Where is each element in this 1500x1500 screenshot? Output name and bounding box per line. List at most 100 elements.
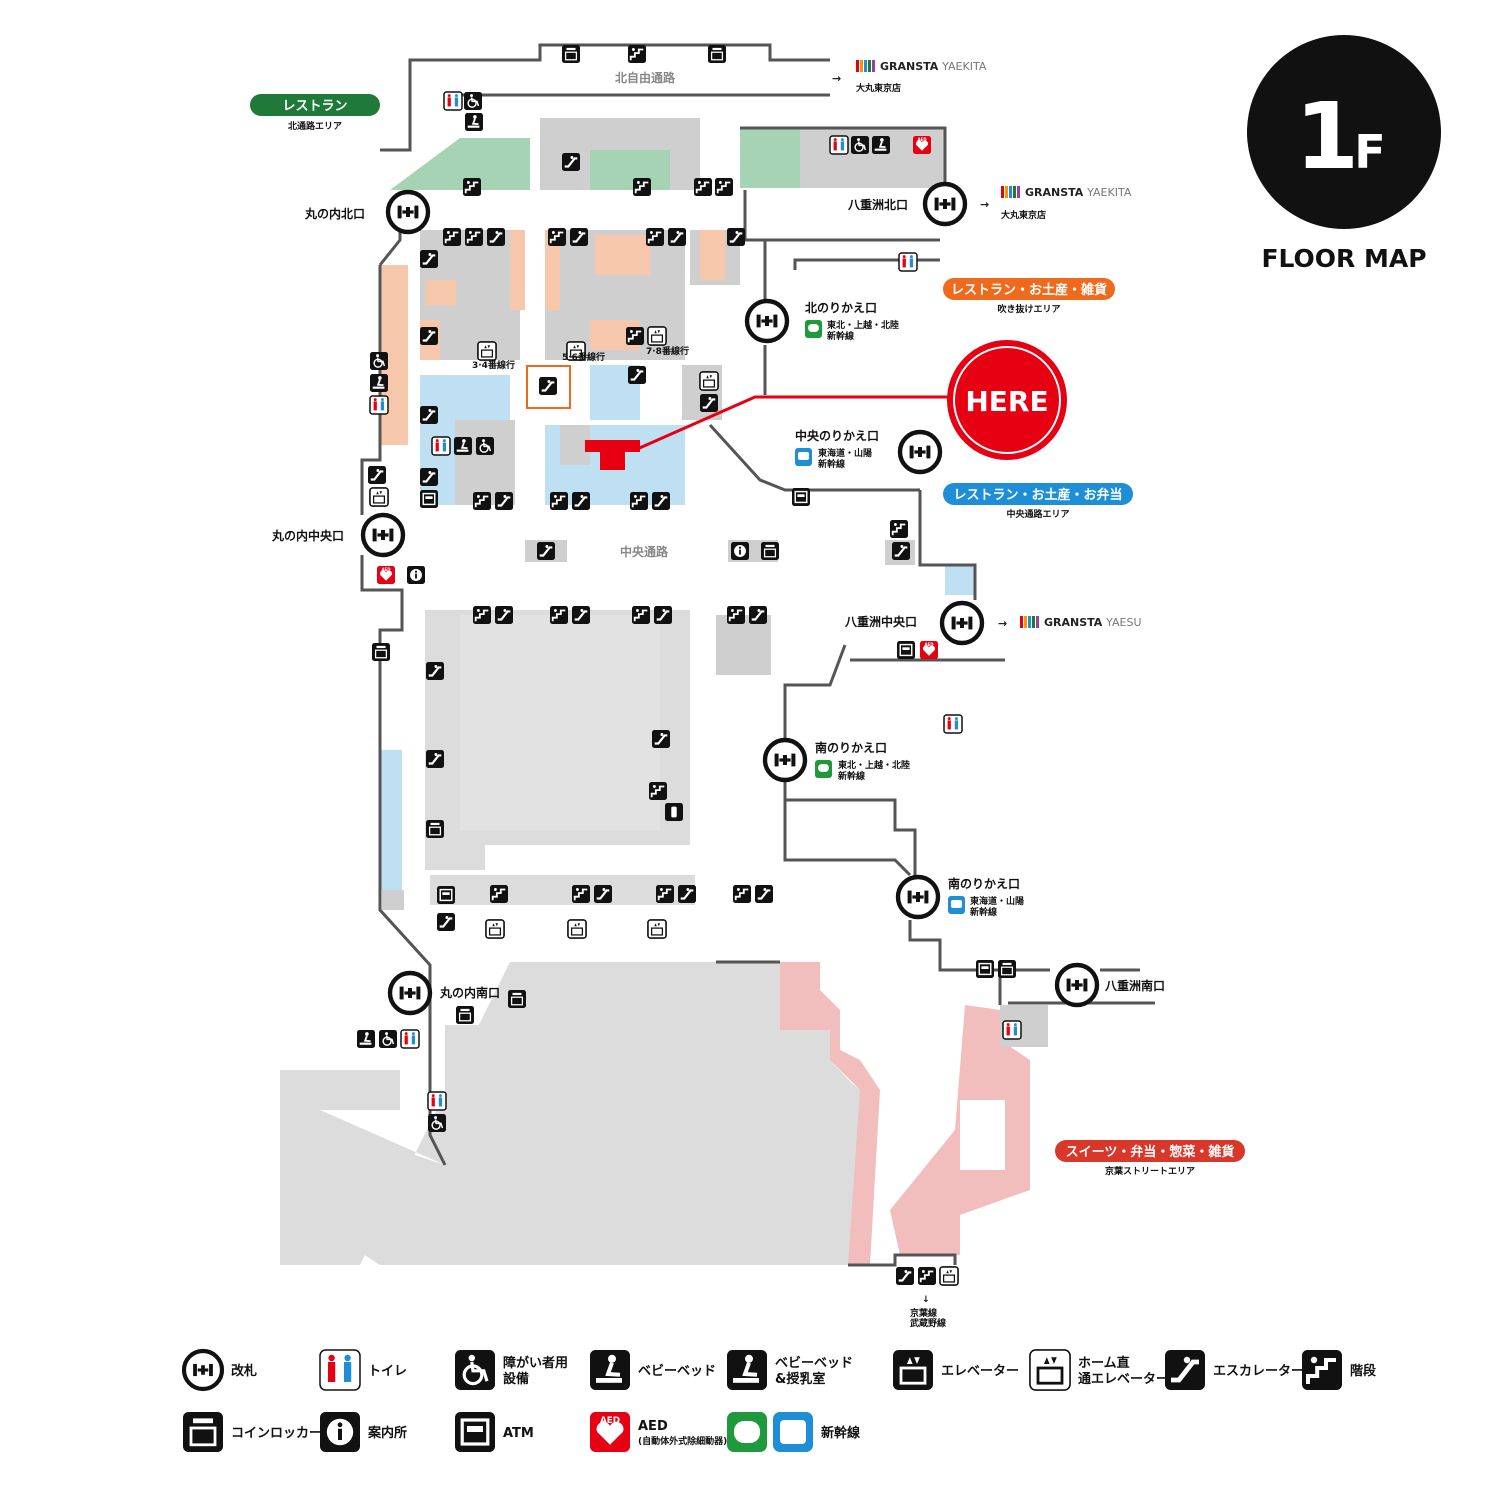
legend-item: コインロッカー bbox=[183, 1412, 322, 1452]
escalator-icon bbox=[426, 662, 444, 680]
gate-label-yaesu-north: 八重洲北口 bbox=[847, 197, 908, 212]
stairs-icon bbox=[473, 606, 491, 624]
chuo-line-1: 東海道・山陽 bbox=[818, 447, 872, 459]
coin-locker-icon bbox=[761, 542, 779, 560]
stairs-icon bbox=[465, 228, 483, 246]
aed-icon: AED bbox=[377, 566, 395, 584]
escalator-icon bbox=[654, 606, 672, 624]
shinkansen-green-icon bbox=[727, 1412, 767, 1452]
keiyo-exit-line-2: 武蔵野線 bbox=[910, 1317, 946, 1329]
map-areas bbox=[280, 118, 1048, 1265]
accessible-icon bbox=[379, 1030, 397, 1048]
escalator-icon bbox=[420, 468, 438, 486]
coin-locker-icon bbox=[708, 45, 726, 63]
accessible-icon bbox=[464, 92, 482, 110]
stairs-icon bbox=[490, 885, 508, 903]
escalator-icon bbox=[755, 885, 773, 903]
svg-text:エレベーター: エレベーター bbox=[941, 1364, 1019, 1379]
shinkansen-tag-minami-1: 東北・上越・北陸 新幹線 bbox=[815, 759, 910, 782]
phone-icon bbox=[665, 803, 683, 821]
svg-text:ATM: ATM bbox=[503, 1426, 534, 1441]
kita-line-1: 東北・上越・北陸 bbox=[827, 319, 899, 331]
escalator-icon bbox=[562, 153, 580, 171]
legend-item: ベビーベッド&授乳室 bbox=[727, 1350, 853, 1390]
legend-item: 階段 bbox=[1302, 1350, 1376, 1390]
escalator-icon bbox=[572, 606, 590, 624]
escalator-icon bbox=[896, 1267, 914, 1285]
coin-locker-icon bbox=[562, 45, 580, 63]
minami1-line-1: 東北・上越・北陸 bbox=[838, 759, 910, 771]
escalator-icon bbox=[572, 492, 590, 510]
legend-item: エスカレーター bbox=[1165, 1350, 1304, 1390]
gate-label-chuo-transfer: 中央のりかえ口 bbox=[795, 428, 879, 443]
gransta-link-yaesu-north[interactable]: → GRANSTA YAEKITA 大丸東京店 bbox=[980, 186, 1132, 221]
shinkansen-tag-chuo: 東海道・山陽 新幹線 bbox=[795, 447, 872, 470]
gate-label-yaesu-south: 八重洲南口 bbox=[1104, 978, 1165, 993]
aed-icon: AED bbox=[590, 1412, 630, 1452]
stairs-icon bbox=[890, 520, 908, 538]
escalator-icon bbox=[426, 750, 444, 768]
stairs-icon bbox=[694, 178, 712, 196]
stairs-icon bbox=[656, 885, 674, 903]
stairs-icon bbox=[632, 606, 650, 624]
accessible-icon bbox=[370, 352, 388, 370]
platform-note-78: 7·8番線行 bbox=[646, 345, 689, 357]
svg-text:GRANSTA YAEKITA: GRANSTA YAEKITA bbox=[880, 60, 987, 73]
svg-text:北通路エリア: 北通路エリア bbox=[288, 120, 342, 132]
baby-bed-icon bbox=[872, 136, 890, 154]
aed-icon: AED bbox=[913, 136, 931, 154]
toilet-icon bbox=[1002, 1020, 1022, 1040]
platform-elevator-icon bbox=[485, 919, 505, 939]
coin-locker-icon bbox=[426, 820, 444, 838]
gransta-link-yaesu[interactable]: → GRANSTA YAESU bbox=[998, 616, 1142, 630]
accessible-icon bbox=[455, 1350, 495, 1390]
info-icon bbox=[407, 566, 425, 584]
svg-text:設備: 設備 bbox=[503, 1371, 529, 1387]
escalator-icon bbox=[700, 394, 718, 412]
svg-text:京葉ストリートエリア: 京葉ストリートエリア bbox=[1105, 1165, 1195, 1177]
kita-line-2: 新幹線 bbox=[827, 330, 854, 342]
corridor-central-label: 中央通路 bbox=[620, 544, 669, 559]
atm-icon bbox=[897, 641, 915, 659]
stairs-icon bbox=[628, 45, 646, 63]
legend: 改札トイレ障がい者用設備ベビーベッドベビーベッド&授乳室エレベーターホーム直通エ… bbox=[181, 1348, 1376, 1452]
coin-locker-icon bbox=[456, 1006, 474, 1024]
svg-text:→: → bbox=[832, 72, 841, 85]
corridor-north-label: 北自由通路 bbox=[615, 70, 676, 85]
platform-note-56: 5·6番線行 bbox=[562, 351, 605, 363]
platform-note-34: 3·4番線行 bbox=[472, 359, 515, 371]
atm-icon bbox=[437, 886, 455, 904]
highlight-escalator-frame bbox=[526, 365, 571, 409]
toilet-icon bbox=[319, 1349, 361, 1391]
svg-text:→: → bbox=[980, 198, 989, 211]
gate-icon-maru-south bbox=[387, 970, 433, 1016]
svg-text:大丸東京店: 大丸東京店 bbox=[1001, 209, 1046, 221]
svg-text:エスカレーター: エスカレーター bbox=[1213, 1364, 1304, 1379]
gate-icon-chuo-transfer bbox=[897, 429, 943, 475]
svg-text:&授乳室: &授乳室 bbox=[775, 1371, 825, 1387]
gate-label-maru-south: 丸の内南口 bbox=[439, 985, 500, 1000]
escalator-icon bbox=[420, 250, 438, 268]
gransta-link-top[interactable]: → GRANSTA YAEKITA 大丸東京店 bbox=[832, 60, 987, 94]
escalator-icon bbox=[678, 885, 696, 903]
legend-item: 案内所 bbox=[320, 1412, 407, 1452]
toilet-icon bbox=[443, 91, 463, 111]
stairs-icon bbox=[649, 782, 667, 800]
stairs-icon bbox=[633, 178, 651, 196]
svg-text:GRANSTA YAESU: GRANSTA YAESU bbox=[1044, 616, 1142, 629]
svg-text:新幹線: 新幹線 bbox=[821, 1425, 861, 1441]
baby-bed-icon bbox=[370, 374, 388, 392]
area-pill-fukinuke: レストラン・お土産・雑貨 吹き抜けエリア bbox=[943, 278, 1115, 315]
gate-icon-maru-central bbox=[360, 512, 406, 558]
svg-text:AED: AED bbox=[381, 567, 391, 572]
svg-text:改札: 改札 bbox=[231, 1363, 257, 1379]
gate-label-maru-north: 丸の内北口 bbox=[304, 206, 365, 221]
escalator-icon bbox=[1165, 1350, 1205, 1390]
escalator-icon bbox=[420, 406, 438, 424]
toilet-icon bbox=[943, 714, 963, 734]
svg-text:AED: AED bbox=[917, 137, 927, 142]
gate-label-maru-central: 丸の内中央口 bbox=[271, 528, 344, 543]
